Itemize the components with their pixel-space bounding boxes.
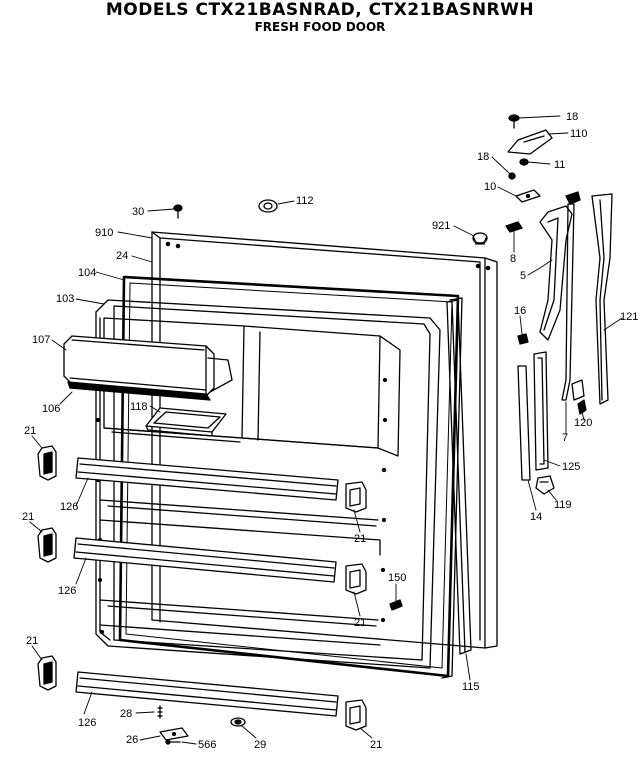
callout-107: 107 bbox=[32, 334, 50, 346]
trim-strip bbox=[517, 365, 531, 481]
callout-910: 910 bbox=[95, 227, 113, 239]
callout-10: 10 bbox=[484, 181, 496, 193]
callout-21-left-3: 21 bbox=[26, 635, 38, 647]
dairy-tray bbox=[145, 407, 227, 437]
screw-150 bbox=[389, 599, 403, 611]
callout-21-left-2: 21 bbox=[22, 511, 34, 523]
callout-8: 8 bbox=[510, 253, 516, 265]
callout-28: 28 bbox=[120, 708, 132, 720]
callout-104: 104 bbox=[78, 267, 96, 279]
callout-125: 125 bbox=[562, 461, 580, 473]
callout-126-middle: 126 bbox=[58, 585, 76, 597]
shelf-end-cap-left-2 bbox=[37, 527, 57, 563]
callout-18-side: 18 bbox=[477, 151, 489, 163]
callout-21-right-3: 21 bbox=[370, 739, 382, 751]
door-gasket bbox=[118, 275, 463, 679]
hinge-screw-top bbox=[508, 114, 520, 129]
callout-11: 11 bbox=[554, 159, 565, 171]
callout-16: 16 bbox=[514, 305, 526, 317]
callout-120: 120 bbox=[574, 417, 592, 429]
callout-18-top: 18 bbox=[566, 111, 578, 123]
callout-24: 24 bbox=[116, 250, 128, 262]
callout-118: 118 bbox=[130, 401, 148, 413]
callout-30: 30 bbox=[132, 206, 144, 218]
callout-labels: 18 110 18 11 10 112 30 921 910 8 24 104 … bbox=[22, 111, 638, 751]
shelf-end-cap-right-2 bbox=[345, 563, 367, 595]
door-stop bbox=[505, 221, 523, 233]
callout-26: 26 bbox=[126, 734, 138, 746]
callout-106: 106 bbox=[42, 403, 60, 415]
door-plug bbox=[258, 199, 278, 213]
spring-28 bbox=[157, 705, 163, 719]
callout-103: 103 bbox=[56, 293, 74, 305]
screw-16 bbox=[517, 333, 529, 345]
callout-121: 121 bbox=[620, 311, 638, 323]
handle-mount-bracket bbox=[539, 191, 585, 401]
callout-21-left-1: 21 bbox=[24, 425, 36, 437]
dairy-compartment-door bbox=[63, 335, 233, 401]
screw-120 bbox=[577, 399, 587, 415]
hinge-screw-small bbox=[519, 158, 529, 166]
callout-126-lower: 126 bbox=[78, 717, 96, 729]
callout-21-right-2: 21 bbox=[354, 617, 366, 629]
callout-7: 7 bbox=[562, 432, 568, 444]
callout-110: 110 bbox=[570, 128, 588, 140]
callout-112: 112 bbox=[296, 195, 314, 207]
top-hinge bbox=[507, 129, 553, 155]
shelf-end-cap-right-1 bbox=[345, 481, 367, 513]
handle-end-cap bbox=[535, 475, 555, 495]
callout-29: 29 bbox=[254, 739, 266, 751]
door-shelf-bar-lower bbox=[75, 671, 339, 717]
handle-insert bbox=[533, 351, 549, 471]
callout-14: 14 bbox=[530, 511, 542, 523]
diagram-title: MODELS CTX21BASNRAD, CTX21BASNRWH bbox=[105, 0, 535, 20]
screw-30 bbox=[173, 204, 183, 219]
shelf-end-cap-left-3 bbox=[37, 655, 57, 691]
callout-150: 150 bbox=[388, 572, 406, 584]
diagram-subtitle: FRESH FOOD DOOR bbox=[254, 20, 386, 34]
door-inner-liner bbox=[95, 299, 441, 669]
shelf-end-cap-left-1 bbox=[37, 445, 57, 481]
callout-119: 119 bbox=[554, 499, 572, 511]
shelf-end-cap-right-3 bbox=[345, 699, 367, 731]
screw-566 bbox=[165, 739, 181, 745]
door-handle bbox=[591, 193, 613, 405]
outer-door-panel bbox=[151, 231, 498, 649]
hinge-bushing bbox=[515, 189, 541, 203]
cap-29 bbox=[230, 717, 246, 727]
plug-button bbox=[472, 232, 488, 245]
hinge-screw-side bbox=[508, 172, 516, 180]
leader-lines bbox=[29, 115, 623, 745]
door-shelf-bar-middle bbox=[73, 537, 337, 583]
callout-115: 115 bbox=[462, 681, 480, 693]
callout-5: 5 bbox=[520, 270, 526, 282]
callout-21-right-1: 21 bbox=[354, 533, 366, 545]
callout-126-upper: 126 bbox=[60, 501, 78, 513]
diagram-header: MODELS CTX21BASNRAD, CTX21BASNRWH FRESH … bbox=[0, 0, 640, 34]
door-shelf-bar-upper bbox=[75, 457, 339, 501]
callout-566: 566 bbox=[198, 739, 216, 751]
callout-921: 921 bbox=[432, 220, 450, 232]
bracket-26 bbox=[159, 727, 189, 741]
